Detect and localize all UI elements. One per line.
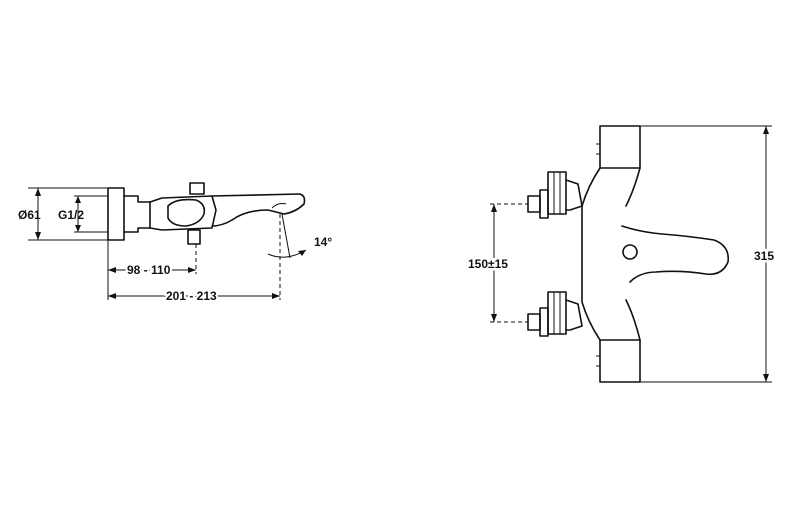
- spacing-label: 150±15: [468, 257, 508, 271]
- mixer-body: [123, 195, 151, 233]
- height-label: 315: [754, 249, 774, 263]
- diameter-label: Ø61: [18, 208, 41, 222]
- spout: [211, 193, 306, 227]
- bottom-knob: [187, 229, 201, 245]
- top-knob: [189, 182, 205, 195]
- bottom-cap: [599, 339, 641, 383]
- top-cap: [599, 125, 641, 169]
- wall-flange: [107, 187, 125, 241]
- side-view: Ø61 G1/2 98 - 110 201 - 213 14°: [18, 182, 332, 305]
- angle-label: 14°: [314, 235, 332, 249]
- spout-front: [621, 225, 730, 283]
- dim-inner-label: 98 - 110: [127, 263, 171, 277]
- lower-inlet: [527, 291, 583, 337]
- dim-outer-label: 201 - 213: [166, 289, 217, 303]
- spout-hole: [622, 244, 638, 260]
- handle-housing: [149, 195, 217, 231]
- front-view: 150±15 315: [466, 125, 777, 383]
- thread-label: G1/2: [58, 208, 84, 222]
- body-column: [581, 167, 601, 341]
- upper-inlet: [527, 171, 583, 219]
